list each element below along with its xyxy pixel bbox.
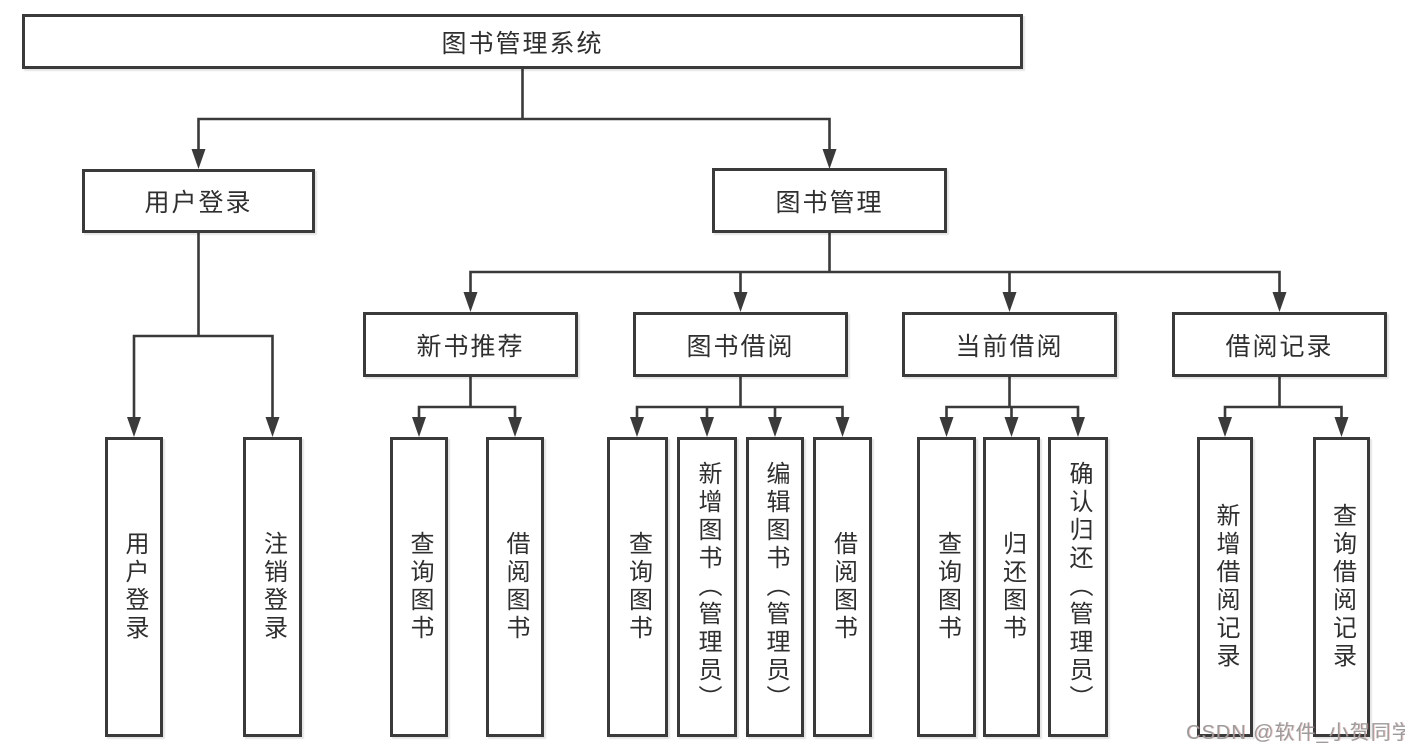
node-user-login-label: 用户登录 bbox=[144, 189, 253, 217]
leaf-bb-edit-books-admin: 编辑图书（管理员） bbox=[746, 437, 804, 737]
node-book-management: 图书管理 bbox=[712, 168, 947, 233]
leaf-nb-borrow-books: 借阅图书 bbox=[486, 437, 544, 737]
leaf-bb-query-books-label: 查询图书 bbox=[624, 531, 652, 643]
leaf-cb-return-books: 归还图书 bbox=[983, 437, 1040, 737]
leaf-bb-edit-books-admin-label: 编辑图书（管理员） bbox=[762, 461, 789, 713]
leaf-bb-add-books-admin: 新增图书（管理员） bbox=[677, 437, 737, 737]
node-book-management-label: 图书管理 bbox=[775, 188, 884, 217]
leaf-bb-query-books: 查询图书 bbox=[607, 437, 668, 737]
node-new-book-recommend: 新书推荐 bbox=[363, 312, 578, 377]
leaf-nb-query-books-label: 查询图书 bbox=[406, 531, 433, 643]
node-current-borrowing-label: 当前借阅 bbox=[955, 332, 1064, 361]
leaf-br-query-record-label: 查询借阅记录 bbox=[1328, 503, 1356, 671]
leaf-cb-confirm-return-admin: 确认归还（管理员） bbox=[1048, 437, 1108, 737]
leaf-bb-add-books-admin-label: 新增图书（管理员） bbox=[694, 461, 721, 713]
leaf-nb-borrow-books-label: 借阅图书 bbox=[502, 531, 529, 643]
node-book-borrowing: 图书借阅 bbox=[633, 312, 848, 377]
node-book-borrowing-label: 图书借阅 bbox=[686, 332, 795, 361]
leaf-user-login-label: 用户登录 bbox=[121, 531, 148, 643]
node-borrow-records-label: 借阅记录 bbox=[1225, 332, 1334, 361]
leaf-br-add-record-label: 新增借阅记录 bbox=[1212, 503, 1239, 671]
leaf-cb-return-books-label: 归还图书 bbox=[998, 531, 1026, 643]
node-borrow-records: 借阅记录 bbox=[1172, 312, 1387, 377]
leaf-cb-query-books-label: 查询图书 bbox=[933, 531, 961, 643]
leaf-bb-borrow-books: 借阅图书 bbox=[813, 437, 872, 737]
leaf-br-query-record: 查询借阅记录 bbox=[1313, 437, 1370, 737]
leaf-user-login: 用户登录 bbox=[105, 437, 163, 737]
leaf-logout: 注销登录 bbox=[243, 437, 302, 737]
watermark: CSDN @软件_小贺同学 bbox=[1186, 722, 1405, 744]
leaf-logout-label: 注销登录 bbox=[259, 531, 287, 643]
node-user-login: 用户登录 bbox=[82, 169, 315, 233]
leaf-nb-query-books: 查询图书 bbox=[390, 437, 448, 737]
node-current-borrowing: 当前借阅 bbox=[902, 312, 1117, 377]
leaf-br-add-record: 新增借阅记录 bbox=[1197, 437, 1253, 737]
node-library-system: 图书管理系统 bbox=[22, 14, 1023, 69]
leaf-bb-borrow-books-label: 借阅图书 bbox=[829, 531, 857, 643]
node-new-book-recommend-label: 新书推荐 bbox=[416, 332, 525, 361]
node-library-system-label: 图书管理系统 bbox=[441, 29, 604, 58]
leaf-cb-query-books: 查询图书 bbox=[917, 437, 976, 737]
leaf-cb-confirm-return-admin-label: 确认归还（管理员） bbox=[1065, 461, 1092, 713]
